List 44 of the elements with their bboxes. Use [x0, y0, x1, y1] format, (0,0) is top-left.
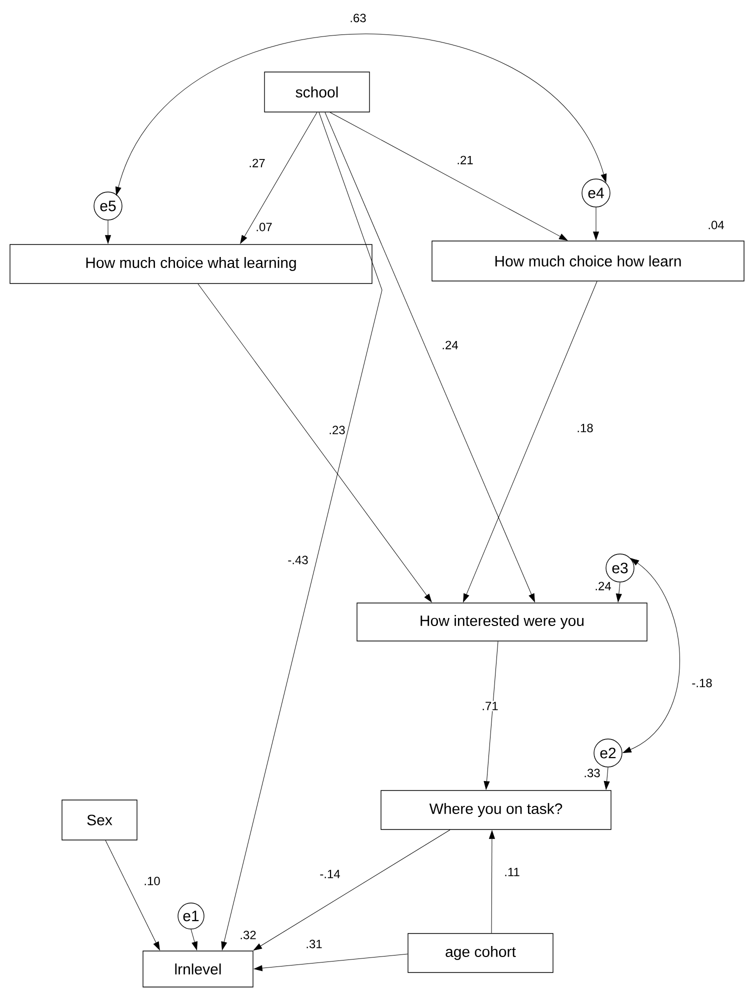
edge-label: .11: [503, 866, 521, 878]
edge-label: .18: [576, 422, 594, 434]
coefficient-label: .07: [256, 222, 272, 232]
coefficient-label: .32: [240, 930, 256, 940]
arrow: [616, 582, 622, 602]
edge-label: -.18: [690, 678, 714, 688]
variable-box: How much choice what learning: [10, 244, 372, 284]
arrow: [593, 207, 599, 240]
arrow: [484, 641, 498, 790]
arrow: [604, 767, 610, 790]
coefficient-label: .33: [584, 768, 600, 778]
variable-box: How much choice how learn: [432, 240, 744, 282]
coefficient-label: .24: [596, 582, 611, 590]
variable-box: lrnlevel: [142, 950, 254, 988]
arrow: [240, 112, 318, 244]
variable-box: school: [264, 72, 370, 112]
variable-box: Sex: [62, 800, 138, 840]
coefficient-label: .04: [708, 220, 724, 230]
arrow: [463, 281, 598, 602]
curved-arrow: [115, 34, 607, 196]
edge-label: -.14: [318, 868, 342, 880]
arrow: [190, 929, 198, 950]
arrow: [330, 112, 568, 241]
arrow: [198, 284, 432, 602]
edge-label: .24: [440, 340, 460, 350]
arrow: [105, 840, 160, 950]
arrow: [253, 830, 450, 950]
arrow: [105, 220, 111, 244]
variable-box: How interested were you: [356, 602, 648, 642]
edge-label: .27: [248, 158, 266, 168]
edge-label: .21: [456, 154, 474, 166]
edge-label: -.43: [286, 554, 310, 566]
edge-label: .31: [304, 938, 324, 950]
curved-arrow: [622, 558, 680, 753]
edge-label: .63: [348, 12, 368, 24]
edge-label: .23: [328, 424, 346, 436]
variable-box: Where you on task?: [380, 790, 612, 830]
variable-box: age cohort: [408, 933, 554, 973]
arrow: [324, 112, 535, 602]
arrow: [221, 112, 382, 950]
arrow: [489, 830, 495, 934]
arrow: [254, 954, 408, 972]
edge-label: .10: [142, 876, 162, 886]
edge-label: .71: [480, 700, 500, 712]
